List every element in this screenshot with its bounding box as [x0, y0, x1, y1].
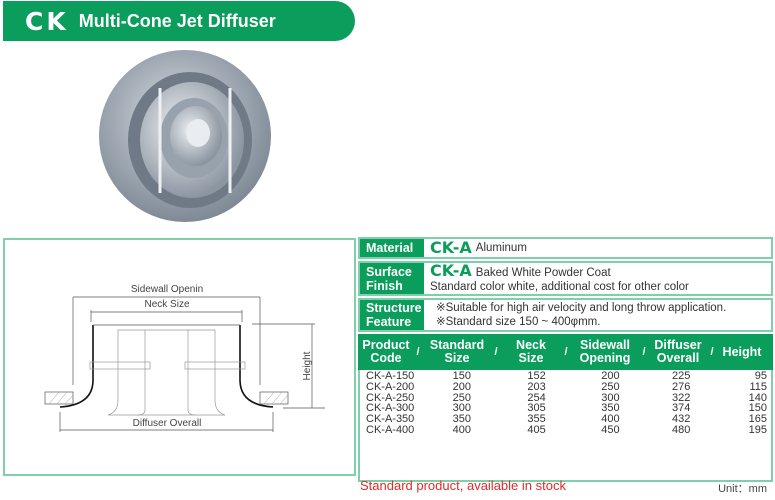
table-cell: 195	[748, 423, 767, 436]
table-cell: 152	[527, 370, 546, 382]
table-cell: 203	[527, 380, 546, 393]
neck-size-label: Neck Size	[144, 299, 189, 310]
series-code: CK	[25, 6, 69, 36]
table-cell: CK-A-200	[366, 380, 415, 393]
table-cell: 322	[672, 391, 691, 404]
material-label: Material	[366, 241, 414, 255]
sidewall-opening-label: Sidewall Openin	[131, 284, 203, 295]
column-header-text: Sidewall	[579, 338, 631, 352]
feature-line: ※Standard size 150 ~ 400φmm.	[436, 316, 601, 328]
material-code: CK-A	[430, 238, 472, 257]
table-row: CK-A-300 300 305 350 374 150	[360, 403, 771, 414]
table-cell: 405	[527, 423, 546, 436]
table-cell: CK-A-300	[366, 402, 415, 415]
product-photo	[99, 50, 271, 222]
table-cell: 480	[672, 423, 691, 436]
material-value: Aluminum	[475, 242, 527, 254]
stock-note: Standard product, available in stock	[360, 478, 566, 493]
table-row: CK-A-350 350 355 400 432 165	[360, 414, 771, 425]
surface-code: CK-A	[430, 260, 472, 280]
table-cell: 400	[601, 413, 620, 426]
surface-note: Standard color white, additional cost fo…	[430, 280, 689, 293]
table-cell: 300	[601, 391, 620, 404]
column-header-text: Standard	[429, 338, 485, 352]
table-cell: 254	[527, 391, 546, 404]
diffuser-overall-label: Diffuser Overall	[133, 418, 202, 429]
height-label: Height	[302, 351, 313, 380]
table-cell: 374	[672, 402, 691, 415]
table-row: CK-A-200 200 203 250 276 115	[360, 380, 771, 393]
column-header-text: Size	[518, 351, 544, 365]
finish-label: Finish	[366, 278, 403, 293]
column-header-text: Neck	[516, 338, 546, 352]
table-cell: 350	[452, 413, 471, 426]
table-cell: 432	[672, 413, 691, 426]
table-cell: 400	[452, 423, 471, 436]
table-cell: 115	[749, 380, 767, 393]
table-cell: 140	[748, 391, 767, 404]
column-header-text: Opening	[579, 351, 631, 365]
table-cell: 95	[754, 370, 767, 382]
table-cell: 165	[748, 413, 767, 426]
table-cell: CK-A-350	[366, 413, 415, 426]
column-header-text: Diffuser	[654, 338, 702, 352]
dimension-diagram: Sidewall Openin Neck Size Height Diffuse…	[3, 238, 356, 476]
table-cell: 250	[601, 380, 620, 393]
table-cell: 150	[452, 370, 471, 382]
table-cell: CK-A-250	[366, 391, 415, 404]
table-cell: 350	[601, 402, 620, 415]
title-banner: CK Multi-Cone Jet Diffuser	[3, 1, 355, 41]
column-header: Height	[716, 344, 768, 359]
feature-line: ※Suitable for high air velocity and long…	[436, 302, 727, 314]
column-header-text: Code	[370, 351, 402, 365]
table-cell: 305	[527, 402, 546, 415]
header-separator: /	[494, 345, 498, 358]
table-cell: 200	[452, 380, 471, 393]
table-cell: CK-A-150	[366, 370, 415, 382]
table-cell: 276	[672, 380, 691, 393]
table-cell: 300	[452, 402, 471, 415]
table-cell: 150	[748, 402, 767, 415]
header-separator: /	[564, 345, 568, 358]
table-row: CK-A-400 400 405 450 480 195	[360, 425, 771, 436]
table-cell: 355	[527, 413, 546, 426]
column-header-text: Height	[722, 344, 762, 359]
unit-note: Unit：mm	[718, 483, 767, 495]
table-cell: 225	[672, 370, 691, 382]
header-separator: /	[416, 345, 420, 358]
column-header-text: Size	[444, 351, 470, 365]
table-cell: 200	[601, 370, 620, 382]
table-cell: 450	[601, 423, 620, 436]
column-header-text: Product	[362, 338, 410, 352]
page-title: Multi-Cone Jet Diffuser	[78, 10, 276, 31]
header-separator: /	[710, 345, 714, 358]
table-cell: 250	[452, 391, 471, 404]
structure-label: Structure	[366, 301, 422, 315]
column-header-text: Overall	[656, 351, 700, 365]
surface-value: Baked White Powder Coat	[475, 266, 611, 279]
surface-label: Surface	[366, 264, 412, 279]
feature-label: Feature	[366, 315, 412, 329]
header-separator: /	[642, 345, 646, 358]
table-cell: CK-A-400	[366, 423, 415, 436]
table-row: CK-A-150 150 152 200 225 95	[360, 371, 771, 382]
table-row: CK-A-250 250 254 300 322 140	[360, 391, 771, 404]
